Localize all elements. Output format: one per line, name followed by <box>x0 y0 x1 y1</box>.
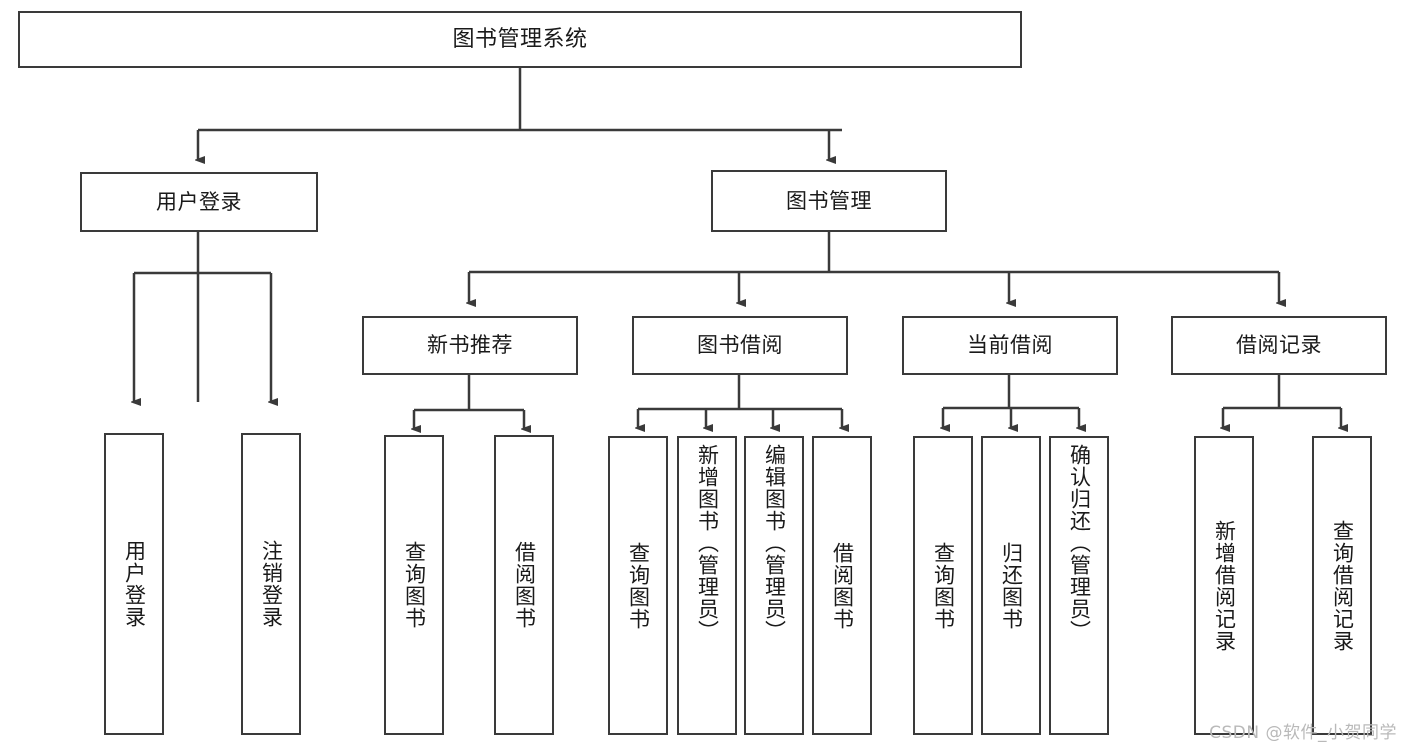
node-label: 图书借阅 <box>697 333 783 358</box>
node-leaf-query-book-3[interactable]: 查询图书 <box>913 436 973 735</box>
node-current-borrow[interactable]: 当前借阅 <box>902 316 1118 375</box>
node-borrow-record[interactable]: 借阅记录 <box>1171 316 1387 375</box>
node-leaf-add-borrow-record[interactable]: 新增借阅记录 <box>1194 436 1254 735</box>
node-user-login[interactable]: 用户登录 <box>80 172 318 232</box>
node-label: 借阅图书 <box>512 541 537 629</box>
node-label: 新书推荐 <box>427 333 513 358</box>
node-label: 归还图书 <box>999 541 1024 630</box>
node-root-system[interactable]: 图书管理系统 <box>18 11 1022 68</box>
node-label: 查询图书 <box>931 541 956 630</box>
node-label: 用户登录 <box>156 189 242 214</box>
node-book-management[interactable]: 图书管理 <box>711 170 947 232</box>
node-label: 注销登录 <box>259 540 284 628</box>
node-label: 用户登录 <box>122 540 147 628</box>
node-new-book-recommend[interactable]: 新书推荐 <box>362 316 578 375</box>
node-label: 查询图书 <box>626 541 651 630</box>
node-leaf-return-book[interactable]: 归还图书 <box>981 436 1041 735</box>
node-leaf-query-book-1[interactable]: 查询图书 <box>384 435 444 735</box>
node-label: 编辑图书（管理员） <box>762 444 787 642</box>
node-label: 新增图书（管理员） <box>695 444 720 642</box>
node-leaf-logout-login[interactable]: 注销登录 <box>241 433 301 735</box>
node-label: 新增借阅记录 <box>1212 519 1237 652</box>
node-label: 当前借阅 <box>967 333 1053 358</box>
node-label: 查询图书 <box>402 541 427 629</box>
node-label: 查询借阅记录 <box>1330 519 1355 652</box>
node-label: 图书管理系统 <box>452 26 588 52</box>
node-leaf-borrow-book-2[interactable]: 借阅图书 <box>812 436 872 735</box>
node-leaf-add-book[interactable]: 新增图书（管理员） <box>677 436 737 735</box>
node-label: 借阅记录 <box>1236 333 1322 358</box>
node-leaf-query-book-2[interactable]: 查询图书 <box>608 436 668 735</box>
node-label: 图书管理 <box>786 188 872 213</box>
node-leaf-borrow-book-1[interactable]: 借阅图书 <box>494 435 554 735</box>
node-book-borrow[interactable]: 图书借阅 <box>632 316 848 375</box>
node-label: 确认归还（管理员） <box>1067 444 1092 642</box>
node-label: 借阅图书 <box>830 541 855 630</box>
node-leaf-user-login[interactable]: 用户登录 <box>104 433 164 735</box>
node-leaf-edit-book[interactable]: 编辑图书（管理员） <box>744 436 804 735</box>
watermark: CSDN @软件_小贺同学 <box>1209 723 1397 743</box>
node-leaf-query-borrow-record[interactable]: 查询借阅记录 <box>1312 436 1372 735</box>
node-leaf-confirm-return[interactable]: 确认归还（管理员） <box>1049 436 1109 735</box>
